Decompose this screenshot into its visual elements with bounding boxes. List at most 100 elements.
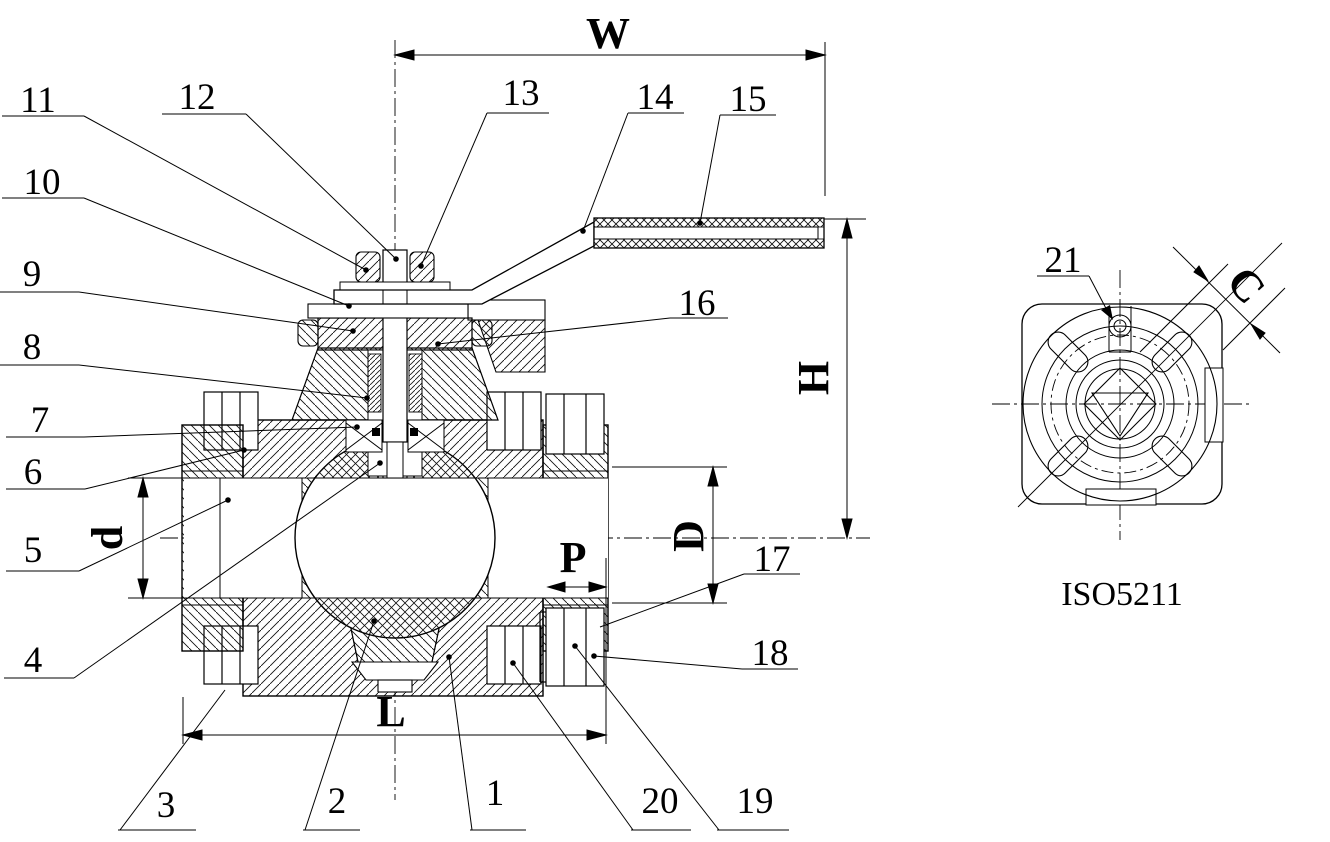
callout-label-18: 18 bbox=[752, 633, 789, 674]
callout-dot bbox=[446, 654, 452, 660]
stem-nut-left bbox=[355, 251, 381, 283]
callout-arrowhead bbox=[1101, 305, 1113, 320]
callout-leader bbox=[448, 656, 473, 831]
callout-1: 1 bbox=[446, 654, 526, 831]
dim-H bbox=[824, 217, 866, 540]
callout-19: 19 bbox=[572, 643, 789, 831]
callout-label-4: 4 bbox=[24, 640, 43, 681]
callout-label-2: 2 bbox=[328, 781, 347, 822]
callout-10: 10 bbox=[2, 162, 352, 309]
callout-label-11: 11 bbox=[20, 80, 56, 121]
callout-label-3: 3 bbox=[157, 785, 176, 826]
iso-diagonal-centerline bbox=[1017, 242, 1283, 508]
iso5211-flange-view: ISO5211 bbox=[992, 242, 1286, 613]
callout-dot bbox=[510, 660, 516, 666]
iso5211-caption: ISO5211 bbox=[1061, 576, 1183, 613]
flange-circles bbox=[1022, 306, 1218, 502]
callout-leader bbox=[599, 573, 745, 628]
callout-dot bbox=[393, 256, 399, 262]
callout-label-6: 6 bbox=[24, 452, 43, 493]
callout-dot bbox=[225, 497, 231, 503]
callout-13: 13 bbox=[418, 73, 549, 269]
callout-dot bbox=[580, 228, 586, 234]
callout-label-14: 14 bbox=[637, 77, 674, 118]
callout-3: 3 bbox=[118, 689, 226, 831]
callout-label-7: 7 bbox=[31, 400, 50, 441]
callout-12: 12 bbox=[162, 77, 399, 262]
callout-dot bbox=[364, 395, 370, 401]
callout-5: 5 bbox=[6, 497, 231, 572]
dimension-lines bbox=[128, 42, 866, 744]
callout-label-20: 20 bbox=[642, 781, 679, 822]
callout-leader bbox=[512, 662, 634, 831]
callout-4: 4 bbox=[4, 460, 383, 681]
stem-tang bbox=[386, 441, 404, 479]
bolt-circle bbox=[1050, 334, 1190, 474]
stop-plate bbox=[307, 303, 469, 319]
callout-dot bbox=[371, 618, 377, 624]
flange-edge-notches bbox=[1085, 367, 1224, 506]
dim-label-D: D bbox=[664, 520, 713, 552]
callout-leader bbox=[574, 645, 720, 831]
set-screw-hole bbox=[1108, 314, 1132, 338]
callout-leader bbox=[73, 462, 381, 679]
stud-bolt-head-top bbox=[545, 393, 605, 455]
callout-label-1: 1 bbox=[486, 773, 505, 814]
handle-grip-hatch-bottom bbox=[593, 238, 825, 249]
callout-leader bbox=[83, 197, 350, 307]
gland-lobe-left bbox=[297, 319, 319, 347]
callout-label-17: 17 bbox=[754, 539, 791, 580]
pad-bracket-base bbox=[477, 319, 546, 373]
callout-leader bbox=[78, 499, 229, 572]
callout-label-9: 9 bbox=[23, 254, 42, 295]
callout-leader bbox=[83, 115, 367, 271]
callout-11: 11 bbox=[2, 80, 369, 273]
callout-leader bbox=[437, 317, 671, 345]
callout-14: 14 bbox=[580, 77, 684, 234]
packing-left bbox=[367, 353, 382, 413]
dim-label-L: L bbox=[376, 687, 405, 736]
callout-label-15: 15 bbox=[730, 79, 767, 120]
callout-17: 17 bbox=[599, 539, 800, 628]
callout-leader bbox=[245, 113, 397, 260]
callout-2: 2 bbox=[303, 618, 377, 831]
callout-label-8: 8 bbox=[23, 327, 42, 368]
callout-8: 8 bbox=[0, 327, 370, 401]
callout-leader bbox=[699, 114, 721, 224]
callout-16: 16 bbox=[435, 283, 728, 347]
callout-label-5: 5 bbox=[24, 530, 43, 571]
dim-label-H: H bbox=[789, 361, 838, 395]
bolt-top-right bbox=[486, 391, 542, 451]
main-section-view bbox=[128, 40, 870, 800]
callout-leader bbox=[84, 449, 245, 490]
dim-d bbox=[128, 476, 184, 600]
handle-grip-hatch-top bbox=[593, 217, 825, 228]
callout-leader bbox=[78, 291, 354, 332]
callout-dot bbox=[363, 267, 369, 273]
stem bbox=[382, 249, 408, 443]
stem-seal-left bbox=[372, 428, 380, 436]
callout-label-12: 12 bbox=[179, 77, 216, 118]
callout-label-19: 19 bbox=[737, 781, 774, 822]
callout-leader bbox=[78, 364, 368, 399]
gland-lobe-right bbox=[471, 319, 493, 347]
bonnet-assembly bbox=[291, 249, 546, 479]
dim-L bbox=[181, 558, 608, 744]
callout-label-13: 13 bbox=[503, 73, 540, 114]
hex-nut-bottom bbox=[539, 607, 605, 687]
dim-W bbox=[393, 42, 827, 196]
callout-dot bbox=[354, 424, 360, 430]
mounting-slots bbox=[1047, 331, 1193, 477]
callout-6: 6 bbox=[6, 447, 247, 493]
callout-dot bbox=[350, 328, 356, 334]
stem-square-drive bbox=[1083, 367, 1157, 441]
callout-leader bbox=[83, 426, 358, 438]
callout-dot bbox=[377, 460, 383, 466]
dim-D bbox=[612, 465, 727, 605]
packing-right bbox=[408, 353, 423, 413]
callout-leader bbox=[593, 655, 743, 670]
callout-9: 9 bbox=[0, 254, 356, 334]
thrust-washer bbox=[339, 281, 451, 291]
